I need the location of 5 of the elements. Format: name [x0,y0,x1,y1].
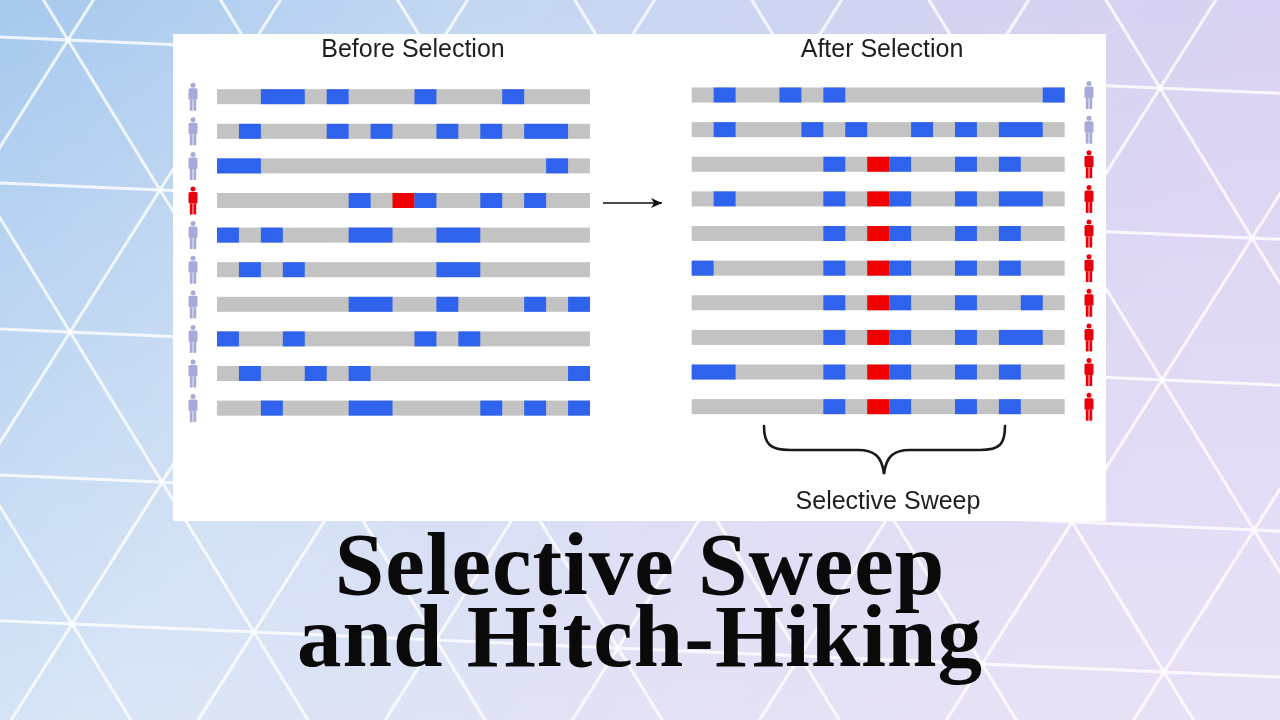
brace-label: Selective Sweep [795,486,981,514]
arrow [602,198,663,208]
panel-heading: Before Selection [321,34,505,62]
title: Selective Sweep and Hitch-Hiking [295,524,985,687]
panel-heading: After Selection [800,34,964,62]
